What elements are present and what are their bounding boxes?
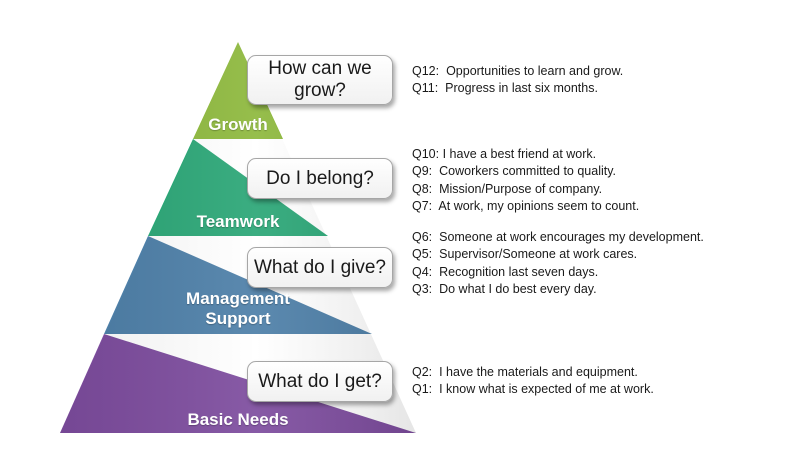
callout-what-do-i-give: What do I give? bbox=[247, 247, 393, 288]
callout-how-can-we-grow: How can we grow? bbox=[247, 55, 393, 105]
question-list-growth: Q12: Opportunities to learn and grow. Q1… bbox=[412, 63, 623, 98]
callout-do-i-belong: Do I belong? bbox=[247, 158, 393, 199]
question-item: Q2: I have the materials and equipment. bbox=[412, 365, 638, 379]
question-item: Q3: Do what I do best every day. bbox=[412, 281, 597, 296]
question-item: Q5: Supervisor/Someone at work cares. bbox=[412, 247, 638, 262]
question-list-management-support: Q6: Someone at work encourages my develo… bbox=[412, 229, 704, 298]
tier-label-management-support-text: Management Support bbox=[186, 289, 290, 328]
question-item: Q1: I know what is expected of me at wor… bbox=[412, 382, 654, 397]
callout-text: What do I give? bbox=[253, 256, 387, 278]
pyramid-shading bbox=[60, 42, 416, 433]
question-item: Q10: I have a best friend at work. bbox=[412, 147, 597, 161]
tier-label-management-support: Management Support bbox=[158, 289, 318, 329]
question-item: Q6: Someone at work encourages my develo… bbox=[412, 230, 704, 244]
callout-text: What do I get? bbox=[258, 370, 382, 392]
tier-label-teamwork: Teamwork bbox=[196, 212, 280, 231]
question-item: Q12: Opportunities to learn and grow. bbox=[412, 64, 624, 78]
question-list-teamwork: Q10: I have a best friend at work. Q9: C… bbox=[412, 146, 639, 215]
question-item: Q11: Progress in last six months. bbox=[412, 81, 598, 96]
question-item: Q9: Coworkers committed to quality. bbox=[412, 164, 617, 179]
question-list-basic-needs: Q2: I have the materials and equipment. … bbox=[412, 364, 654, 399]
tier-label-growth: Growth bbox=[208, 115, 268, 134]
callout-text: How can we grow? bbox=[268, 58, 372, 101]
tier-label-basic-needs: Basic Needs bbox=[187, 410, 289, 429]
question-item: Q4: Recognition last seven days. bbox=[412, 264, 599, 279]
question-item: Q7: At work, my opinions seem to count. bbox=[412, 198, 640, 213]
callout-what-do-i-get: What do I get? bbox=[247, 361, 393, 402]
question-item: Q8: Mission/Purpose of company. bbox=[412, 181, 603, 196]
callout-text: Do I belong? bbox=[266, 167, 374, 189]
